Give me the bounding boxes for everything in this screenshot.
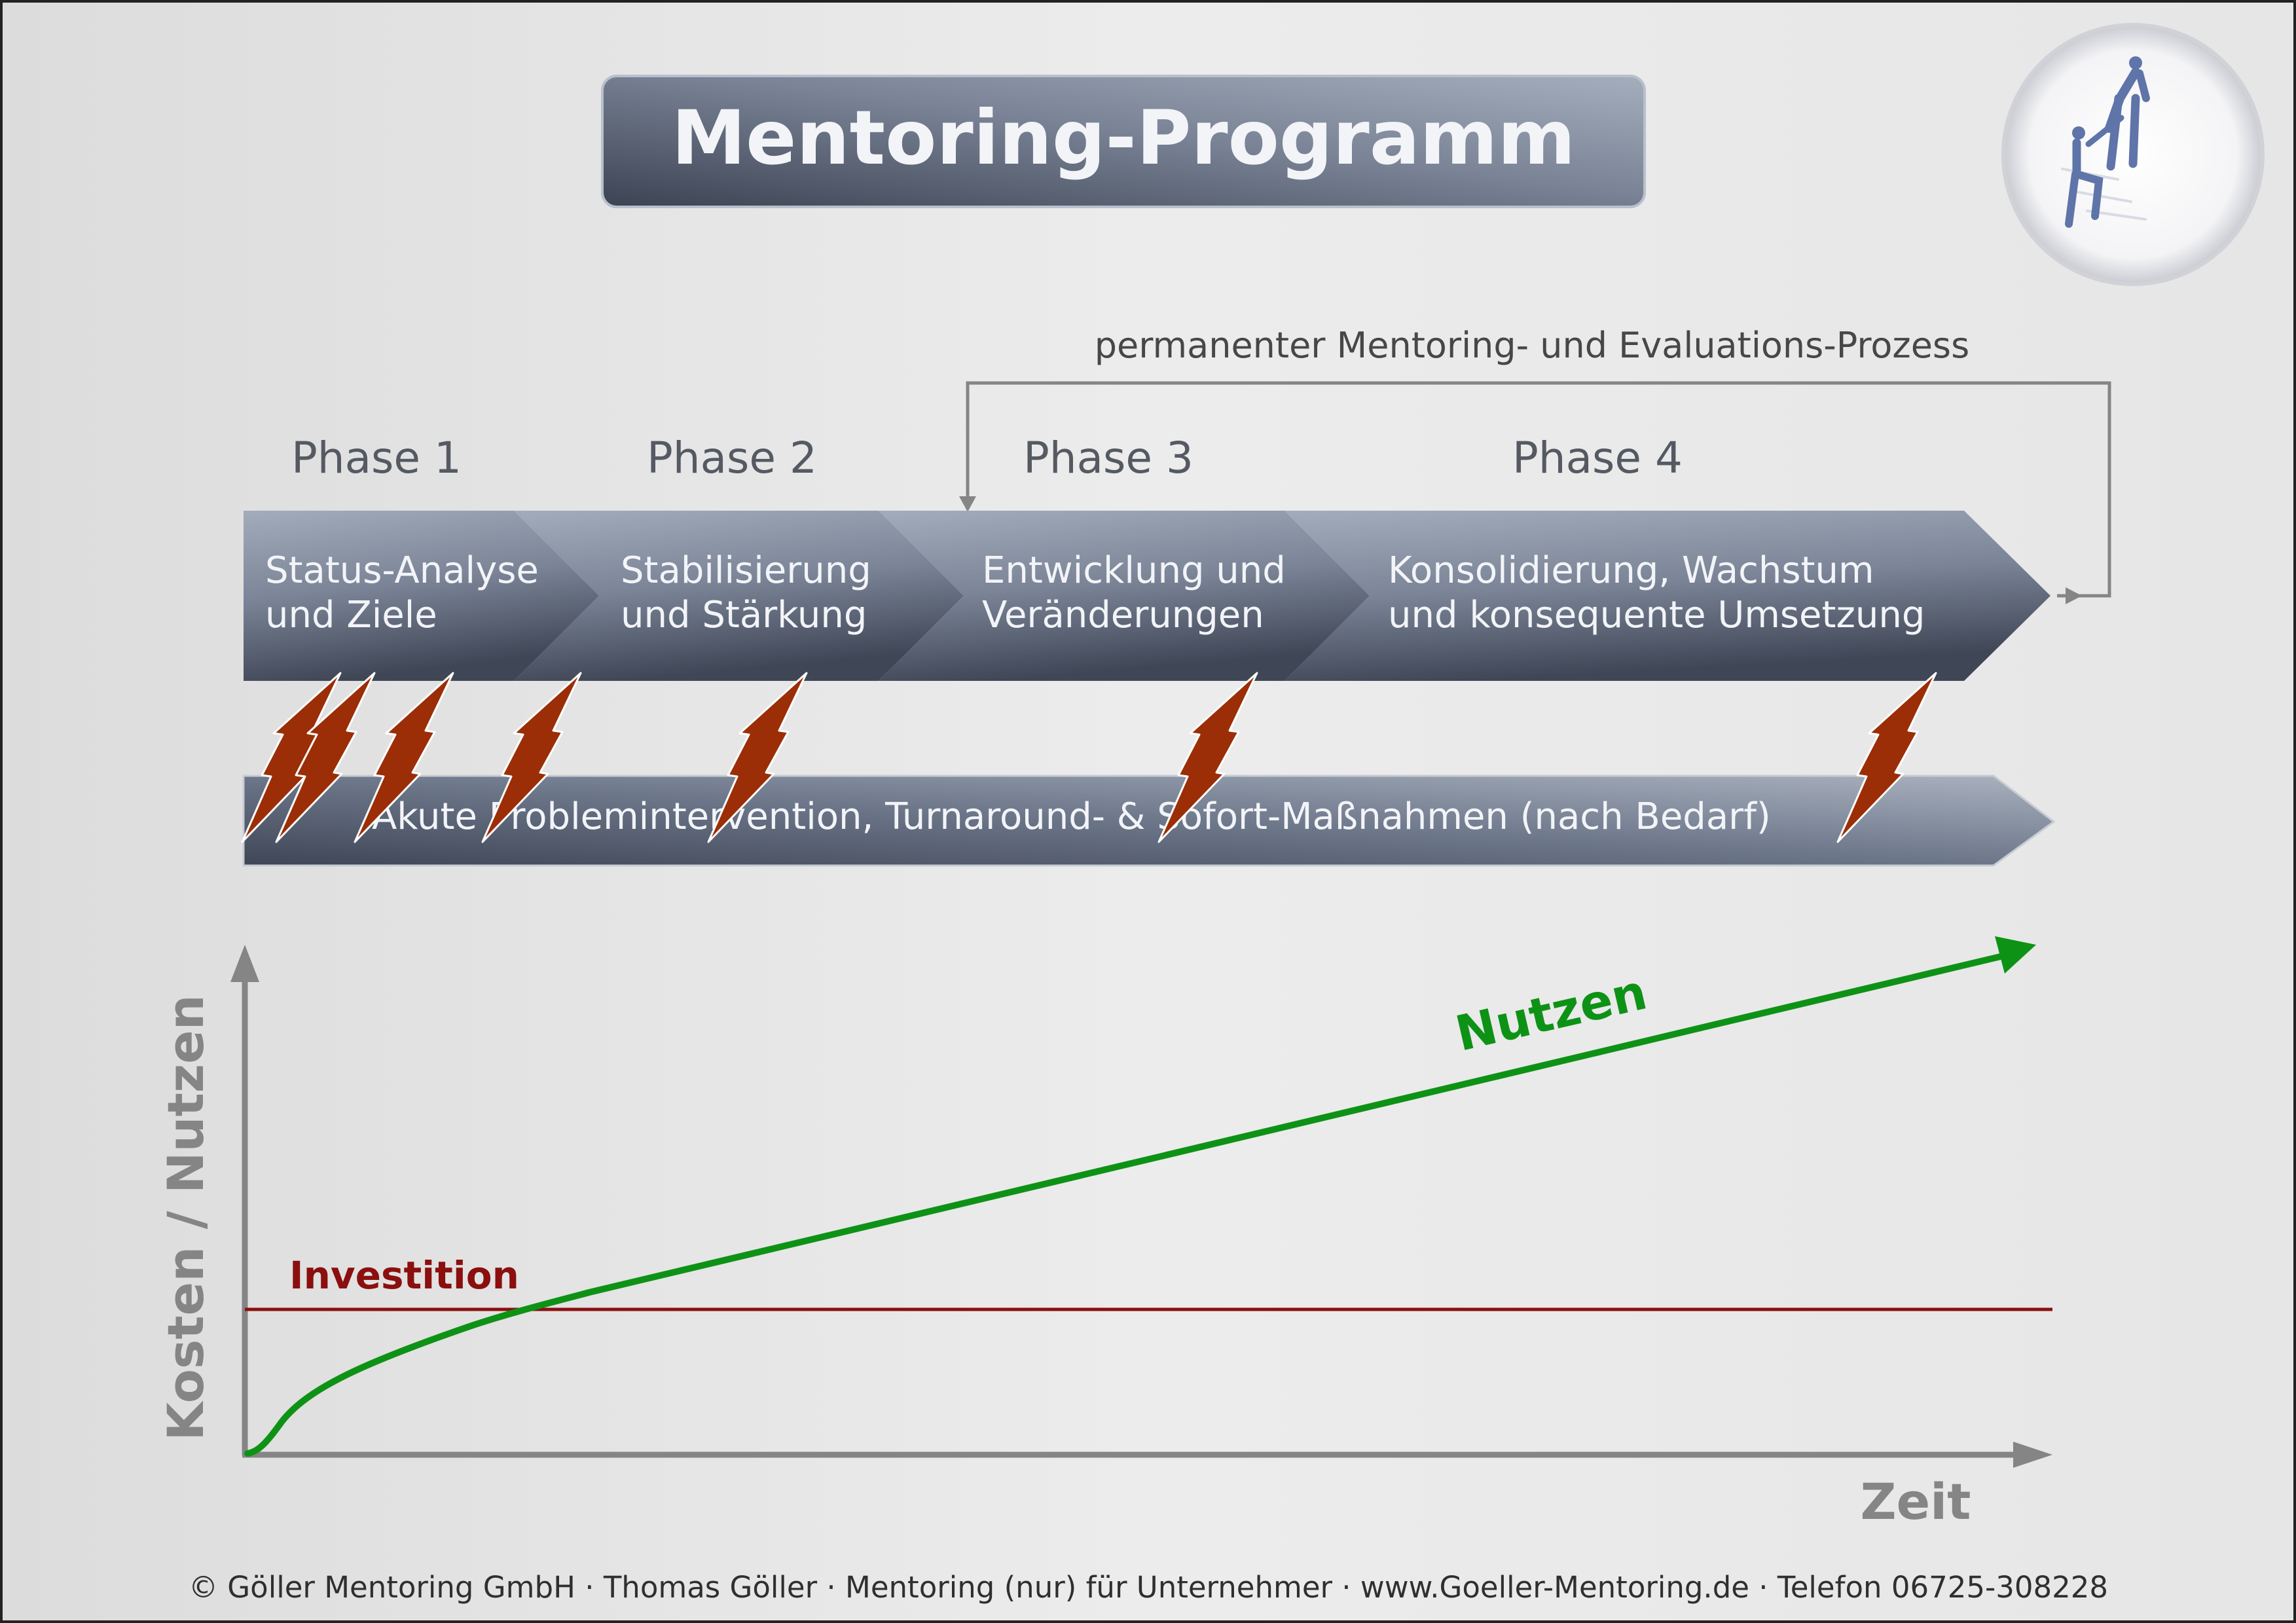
lightning-icon (1836, 672, 1937, 843)
y-axis-arrow-icon (230, 945, 259, 982)
benefit-arrow-icon (1995, 936, 2036, 974)
title-banner: Mentoring-Programm (601, 75, 1646, 208)
lightning-icon (1157, 672, 1258, 843)
lightning-bolts (241, 672, 1937, 843)
footer: © Göller Mentoring GmbH · Thomas Göller … (189, 1570, 2108, 1605)
phase-2-chevron (514, 511, 964, 681)
lightning-icon (275, 672, 376, 843)
phase-1-text: Status-Analyse und Ziele (265, 549, 551, 636)
chart-axes (230, 945, 2052, 1468)
intervention-bar: Akute Problemintervention, Turnaround- &… (242, 775, 2056, 867)
loop-label: permanenter Mentoring- und Evaluations-P… (1095, 325, 1969, 366)
phase-4-heading: Phase 4 (1512, 433, 1683, 483)
climbing-figures-icon (2061, 56, 2150, 228)
investment-label: Investition (289, 1253, 519, 1298)
phase-3-heading: Phase 3 (1023, 433, 1194, 483)
phase-3-text: Entwicklung und Veränderungen (982, 549, 1298, 636)
benefit-curve (244, 953, 2007, 1457)
phase-2-heading: Phase 2 (647, 433, 817, 483)
loop-bracket (959, 381, 2111, 604)
lightning-icon (354, 672, 454, 843)
phase-1-heading: Phase 1 (291, 433, 462, 483)
phase-3-chevron (879, 511, 1370, 681)
phase-1-chevron (244, 511, 599, 681)
phase-4-text: Konsolidierung, Wachstum und konsequente… (1388, 549, 1925, 636)
page-title: Mentoring-Programm (672, 94, 1576, 181)
logo (2001, 23, 2265, 286)
x-axis-label: Zeit (1860, 1472, 1971, 1531)
phase-2-text: Stabilisierung und Stärkung (621, 549, 883, 636)
x-axis-arrow-icon (2013, 1442, 2052, 1468)
lightning-icon (481, 672, 582, 843)
phase-4-chevron (1285, 511, 2050, 681)
y-axis-label: Kosten / Nutzen (156, 994, 215, 1441)
lightning-icon (707, 672, 808, 843)
intervention-bar-label: Akute Problemintervention, Turnaround- &… (372, 795, 1771, 838)
